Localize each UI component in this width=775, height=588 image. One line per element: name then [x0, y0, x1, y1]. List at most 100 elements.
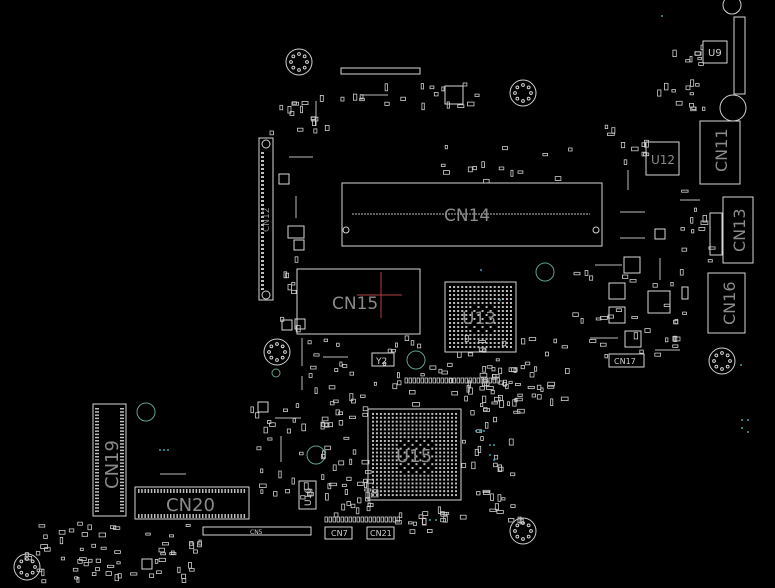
smd-part [517, 170, 524, 174]
bga-ball [497, 342, 500, 344]
hole-ring-dot [269, 355, 274, 360]
test-point [489, 444, 491, 446]
bga-ball [383, 490, 386, 493]
connector-cn12[interactable]: CN12 [258, 137, 274, 301]
bga-ball [493, 294, 496, 296]
connector-cn21[interactable]: CN21 [366, 526, 395, 540]
crystal-y2[interactable]: Y2 [371, 352, 395, 367]
smd-part [426, 529, 433, 534]
smd-part [332, 516, 336, 523]
component-u12[interactable]: U12 [645, 141, 680, 176]
bga-ball [485, 342, 488, 344]
bga-ball [435, 439, 438, 442]
bga-ball [411, 478, 414, 481]
smd-part [607, 132, 615, 136]
bga-ball [427, 451, 430, 454]
smd-part [527, 385, 535, 389]
bga-ball [395, 490, 398, 493]
cn20-pin [198, 514, 201, 518]
bga-ball [509, 346, 512, 348]
cn11-label: CN11 [712, 129, 731, 173]
bga-ball [455, 467, 458, 470]
cn20-pin [211, 514, 214, 518]
bga-ball [505, 314, 508, 316]
bga-ball [431, 432, 434, 435]
bga-ball [395, 467, 398, 470]
chip-u15[interactable]: U15 [367, 408, 462, 501]
smd-part [336, 516, 340, 523]
connector-cn14[interactable]: CN14 [341, 182, 603, 247]
hole-ring-dot [513, 91, 517, 95]
bga-ball [493, 302, 496, 304]
hole-ring-dot [302, 54, 307, 59]
cn19-pin [120, 494, 124, 496]
bga-ball [423, 420, 426, 423]
bga-ball [431, 420, 434, 423]
smd-part [360, 516, 364, 523]
cn20-pin [195, 514, 198, 518]
bga-ball [509, 314, 512, 316]
test-point [661, 15, 663, 17]
smd-part [482, 348, 487, 353]
bga-ball [501, 346, 504, 348]
smd-part [35, 551, 41, 556]
chip-u13[interactable]: U13 [444, 281, 517, 353]
connector-cn11[interactable]: CN11 [699, 120, 741, 185]
cn19-pins [95, 408, 124, 512]
bga-ball [379, 482, 382, 485]
bga-ball [423, 439, 426, 442]
smd-part [336, 342, 340, 347]
bga-ball [415, 412, 418, 415]
hole-ring-dot [526, 96, 531, 101]
smd-part [407, 521, 413, 525]
hole-ring-dot [714, 364, 719, 369]
smd-part [429, 365, 437, 370]
connector-cn5[interactable]: CN5 [202, 526, 312, 536]
connector-cn13[interactable]: CN13 [709, 196, 754, 264]
bga-ball [493, 342, 496, 344]
bga-ball [399, 447, 402, 450]
bga-ball [473, 310, 476, 312]
cn20-pin [192, 489, 194, 493]
connector-cn16[interactable]: CN16 [707, 272, 746, 334]
smd-part [285, 488, 290, 494]
cn19-pin [120, 481, 124, 484]
chip-u16[interactable]: U16 [298, 480, 317, 510]
cn20-pin [205, 514, 207, 518]
connector-cn20[interactable]: CN20 [134, 486, 250, 520]
bga-ball [443, 443, 446, 446]
bga-ball [469, 286, 472, 288]
hole-ring-dot [280, 344, 285, 349]
connector-cn17[interactable]: CN17 [608, 353, 645, 368]
cn19-pin [120, 459, 124, 461]
smd-part [508, 367, 517, 372]
bga-ball [465, 294, 468, 296]
bga-ball [435, 455, 438, 458]
bga-ball [439, 474, 442, 477]
connector-cn7[interactable]: CN7 [324, 526, 353, 540]
bga-ball [443, 439, 446, 442]
hole-ring-dot [283, 350, 287, 354]
smd-part [169, 534, 174, 538]
connector-cn19[interactable]: CN19 [92, 403, 127, 517]
bga-ball [391, 443, 394, 446]
bga-ball [461, 290, 464, 292]
cn19-pin [95, 408, 99, 410]
cn12-pin [261, 184, 264, 186]
smd-part [418, 514, 424, 520]
bga-ball [371, 428, 374, 431]
smd-part [392, 383, 398, 390]
bga-ball [451, 490, 454, 493]
component-u9[interactable]: U9 [702, 40, 728, 64]
smd-part [404, 335, 410, 341]
smd-part [505, 383, 509, 390]
smd-part [295, 325, 301, 333]
bga-ball [485, 334, 488, 336]
bga-ball [453, 346, 456, 348]
bga-ball [451, 451, 454, 454]
connector-cn15[interactable]: CN15 [296, 268, 421, 335]
bga-ball [391, 439, 394, 442]
smd-part [344, 489, 348, 496]
bga-ball [375, 482, 378, 485]
